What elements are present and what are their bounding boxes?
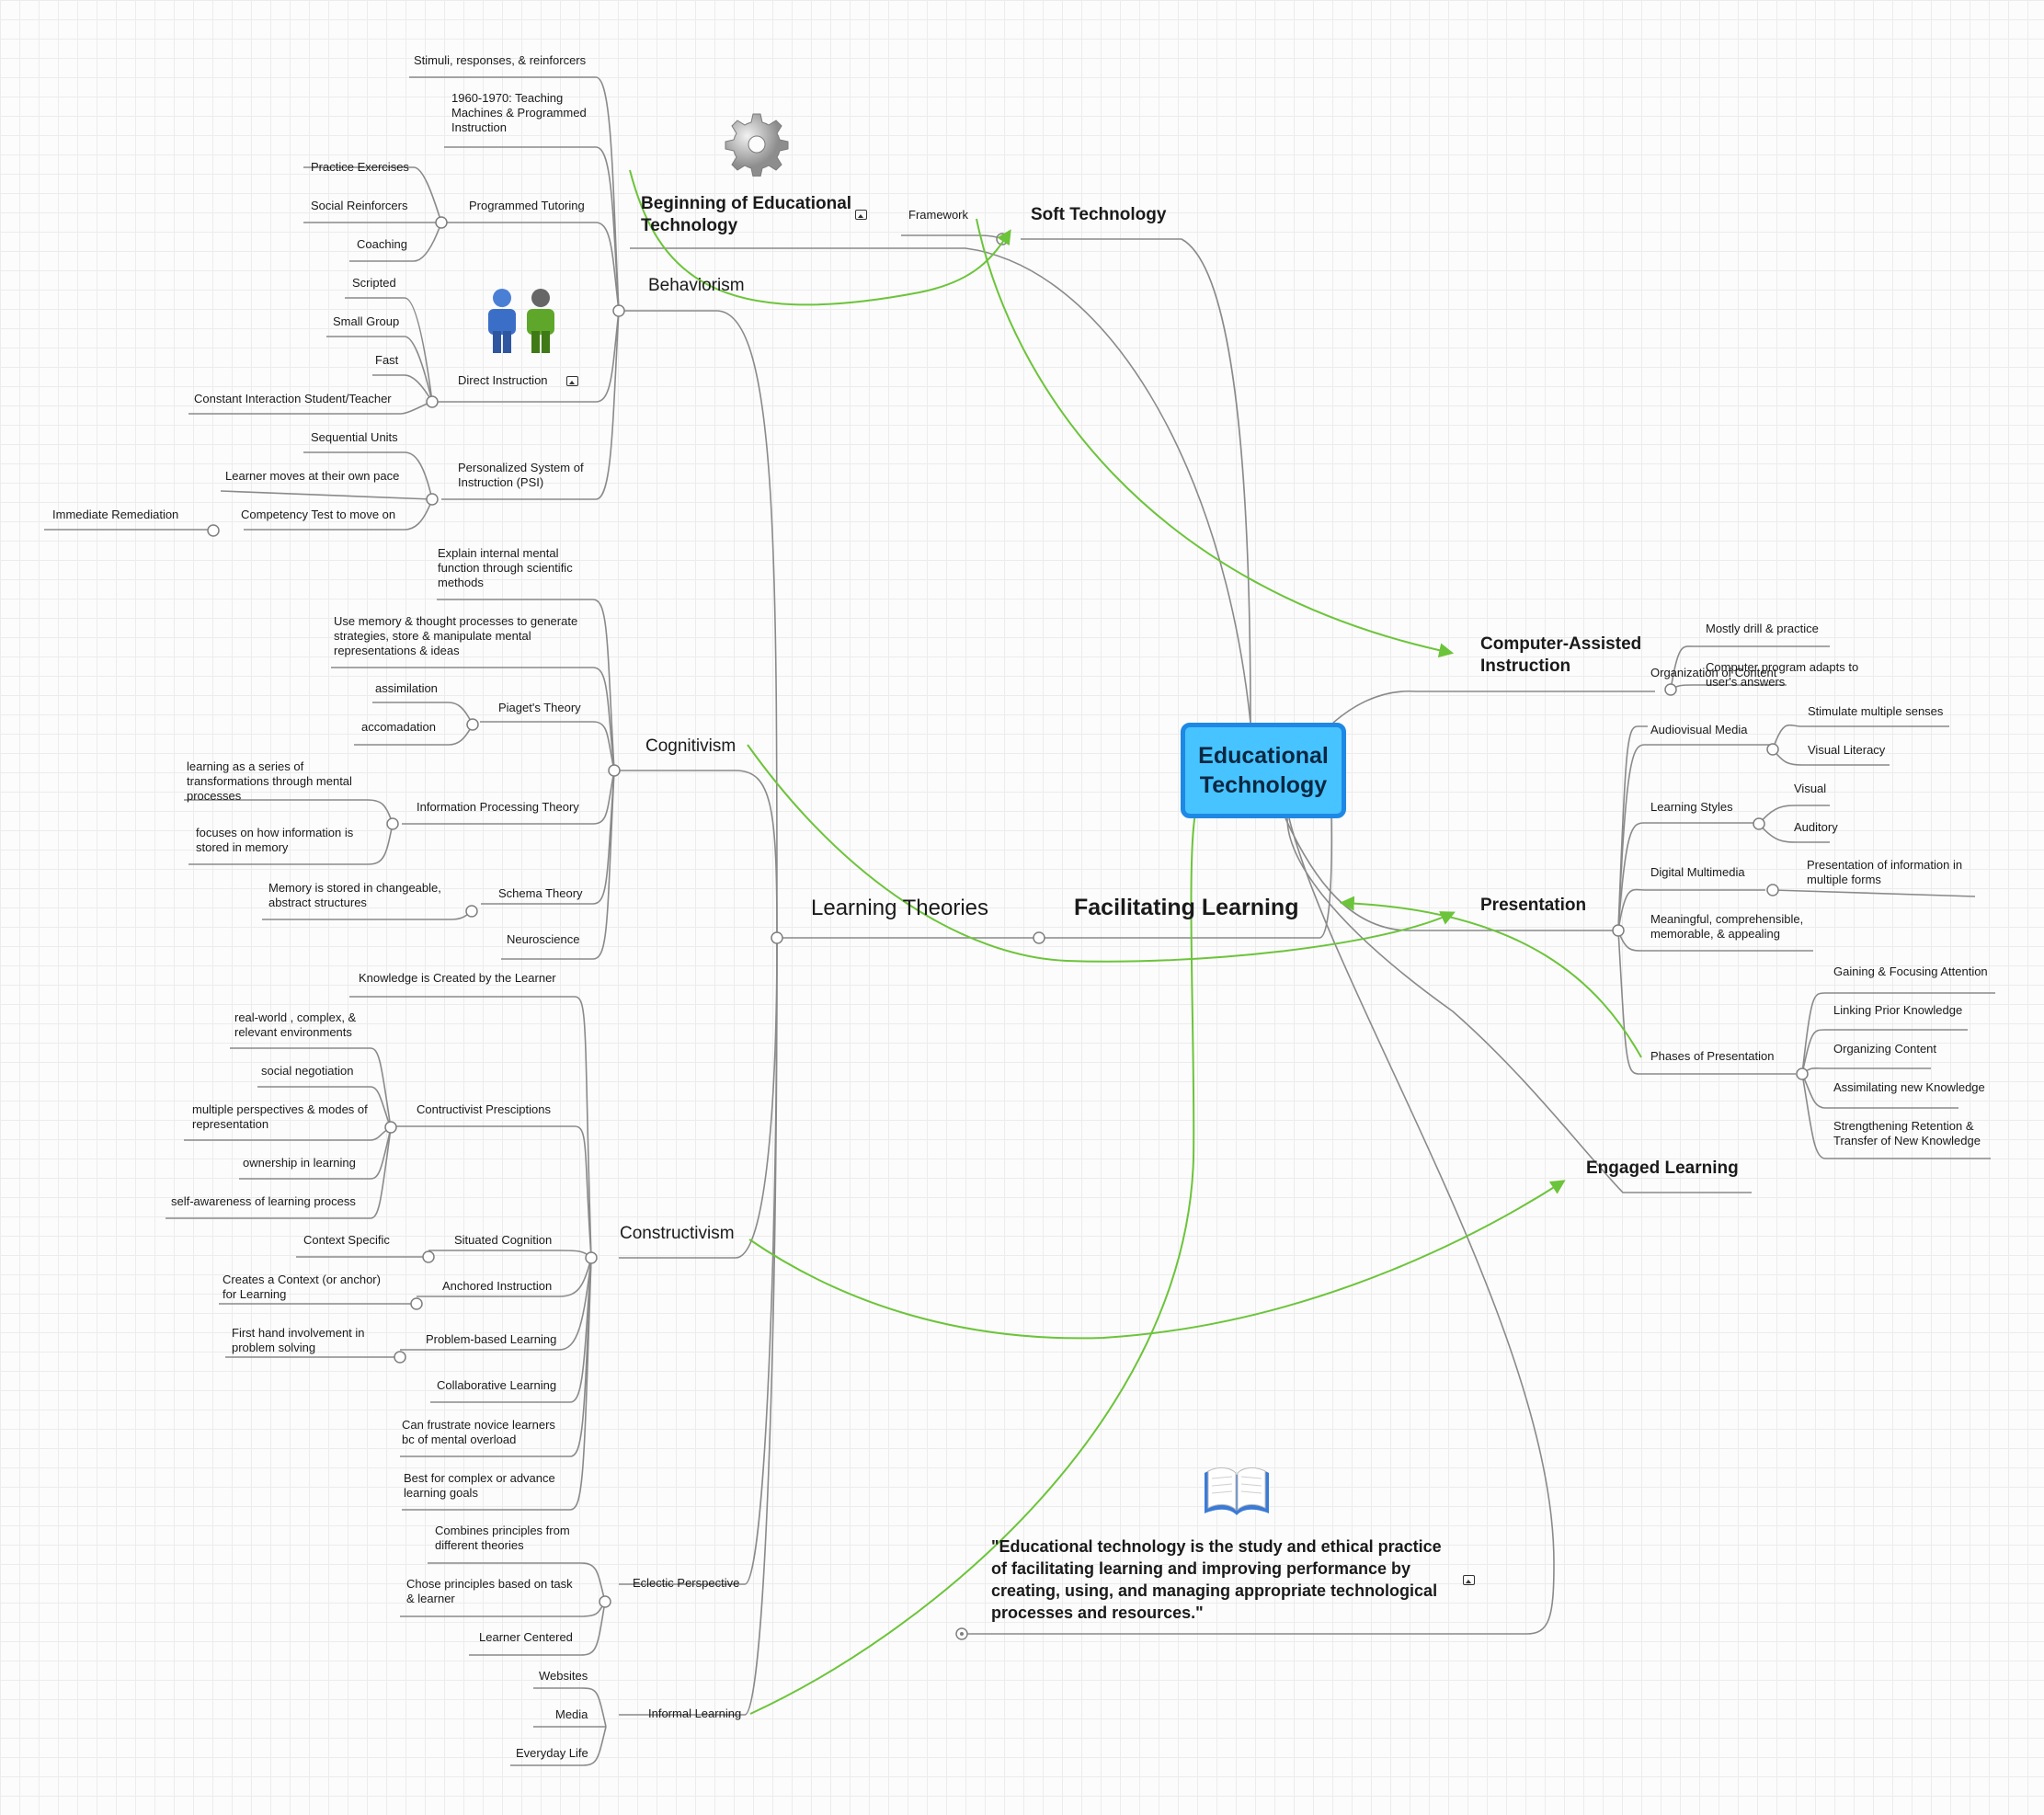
- audiovisual-media[interactable]: Audiovisual Media: [1650, 723, 1748, 736]
- phases-of-presentation[interactable]: Phases of Presentation: [1650, 1049, 1775, 1063]
- phase-1[interactable]: Gaining & Focusing Attention: [1833, 965, 1988, 978]
- cognitivism-topic[interactable]: Cognitivism: [645, 736, 737, 756]
- direct-instruction-item-2[interactable]: Small Group: [333, 314, 400, 328]
- learning-styles[interactable]: Learning Styles: [1650, 800, 1733, 814]
- informal-item-2[interactable]: Media: [555, 1707, 588, 1721]
- beginning-topic[interactable]: Beginning of Educational Technology: [641, 194, 852, 235]
- central-topic[interactable]: Educational Technology: [1181, 723, 1346, 818]
- psi-label[interactable]: Personalized System of Instruction (PSI): [458, 461, 584, 489]
- engaged-learning-topic[interactable]: Engaged Learning: [1586, 1159, 1739, 1178]
- psi-item-3[interactable]: Competency Test to move on: [241, 508, 396, 521]
- frustrate-label[interactable]: Can frustrate novice learners bc of ment…: [402, 1418, 555, 1446]
- situated-item[interactable]: Context Specific: [303, 1233, 390, 1247]
- image-icon: [566, 376, 578, 386]
- audiovisual-item-1[interactable]: Stimulate multiple senses: [1808, 704, 1944, 718]
- eclectic-perspective-topic[interactable]: Eclectic Perspective: [633, 1576, 740, 1590]
- direct-instruction-item-3[interactable]: Fast: [375, 353, 399, 367]
- prescription-item-3[interactable]: multiple perspectives & modes of represe…: [192, 1102, 368, 1131]
- informal-item-3[interactable]: Everyday Life: [516, 1746, 588, 1760]
- info-processing-item-2[interactable]: focuses on how information is stored in …: [196, 826, 354, 854]
- soft-technology-topic[interactable]: Soft Technology: [1031, 205, 1167, 224]
- prescription-item-5[interactable]: self-awareness of learning process: [171, 1194, 356, 1208]
- phase-5[interactable]: Strengthening Retention & Transfer of Ne…: [1833, 1119, 1981, 1147]
- facilitating-learning-topic[interactable]: Facilitating Learning: [1074, 895, 1299, 920]
- eclectic-item-2[interactable]: Chose principles based on task & learner: [406, 1577, 573, 1605]
- cai-topic[interactable]: Computer-Assisted Instruction: [1480, 634, 1642, 676]
- explain-label[interactable]: Explain internal mental function through…: [438, 546, 573, 589]
- phase-2[interactable]: Linking Prior Knowledge: [1833, 1003, 1963, 1017]
- digital-multimedia-item[interactable]: Presentation of information in multiple …: [1807, 858, 1963, 886]
- prescription-item-2[interactable]: social negotiation: [261, 1064, 354, 1078]
- neuroscience-label[interactable]: Neuroscience: [507, 932, 580, 946]
- organization-of-content[interactable]: Organization of Content: [1650, 666, 1777, 679]
- book-icon: [1205, 1467, 1269, 1515]
- cai-item-2[interactable]: Computer program adapts to user's answer…: [1706, 660, 1859, 689]
- prescription-item-4[interactable]: ownership in learning: [243, 1156, 356, 1170]
- psi-item-2[interactable]: Learner moves at their own pace: [225, 469, 400, 483]
- collaborative-learning[interactable]: Collaborative Learning: [437, 1378, 557, 1392]
- programmed-tutoring-item-2[interactable]: Social Reinforcers: [311, 199, 408, 212]
- psi-item-1[interactable]: Sequential Units: [311, 430, 398, 444]
- history-label[interactable]: 1960-1970: Teaching Machines & Programme…: [451, 91, 587, 134]
- piaget-theory[interactable]: Piaget's Theory: [498, 701, 581, 714]
- stimuli-label[interactable]: Stimuli, responses, & reinforcers: [414, 53, 587, 67]
- phase-4[interactable]: Assimilating new Knowledge: [1833, 1080, 1985, 1094]
- knowledge-label[interactable]: Knowledge is Created by the Learner: [359, 971, 556, 985]
- cai-item-1[interactable]: Mostly drill & practice: [1706, 622, 1819, 635]
- information-processing-theory[interactable]: Information Processing Theory: [417, 800, 579, 814]
- situated-cognition[interactable]: Situated Cognition: [454, 1233, 553, 1247]
- programmed-tutoring-item-1[interactable]: Practice Exercises: [311, 160, 409, 174]
- presentation-topic[interactable]: Presentation: [1480, 896, 1587, 915]
- image-icon: [1463, 1575, 1475, 1585]
- info-processing-item-1[interactable]: learning as a series of transformations …: [187, 759, 352, 803]
- direct-instruction-item-1[interactable]: Scripted: [352, 276, 396, 290]
- direct-instruction[interactable]: Direct Instruction: [458, 373, 548, 387]
- informal-item-1[interactable]: Websites: [539, 1669, 588, 1683]
- programmed-tutoring[interactable]: Programmed Tutoring: [469, 199, 585, 212]
- memory-label[interactable]: Use memory & thought processes to genera…: [334, 614, 578, 657]
- prescription-item-1[interactable]: real-world , complex, & relevant environ…: [234, 1010, 357, 1039]
- behaviorism-topic[interactable]: Behaviorism: [648, 276, 745, 295]
- eclectic-item-3[interactable]: Learner Centered: [479, 1630, 573, 1644]
- anchored-instruction[interactable]: Anchored Instruction: [442, 1279, 553, 1293]
- piaget-item-1[interactable]: assimilation: [375, 681, 438, 695]
- learning-theories-topic[interactable]: Learning Theories: [811, 896, 989, 920]
- direct-instruction-item-4[interactable]: Constant Interaction Student/Teacher: [194, 392, 392, 405]
- schema-item[interactable]: Memory is stored in changeable, abstract…: [268, 881, 441, 909]
- problem-based-item[interactable]: First hand involvement in problem solvin…: [232, 1326, 365, 1354]
- immediate-remediation[interactable]: Immediate Remediation: [52, 508, 179, 521]
- audiovisual-item-2[interactable]: Visual Literacy: [1808, 743, 1886, 757]
- learning-styles-item-1[interactable]: Visual: [1794, 782, 1827, 795]
- anchored-item[interactable]: Creates a Context (or anchor) for Learni…: [223, 1273, 381, 1301]
- meaningful-label[interactable]: Meaningful, comprehensible, memorable, &…: [1650, 912, 1804, 941]
- constructivism-topic[interactable]: Constructivism: [620, 1224, 735, 1243]
- relationship-arrows: [629, 169, 1642, 1715]
- informal-learning-topic[interactable]: Informal Learning: [648, 1707, 742, 1720]
- image-icon: [855, 210, 867, 220]
- definition-quote[interactable]: "Educational technology is the study and…: [991, 1537, 1442, 1622]
- framework-label[interactable]: Framework: [908, 208, 969, 222]
- gear-icon: [725, 113, 789, 177]
- eclectic-item-1[interactable]: Combines principles from different theor…: [435, 1524, 570, 1552]
- best-for-label[interactable]: Best for complex or advance learning goa…: [404, 1471, 555, 1500]
- learning-styles-item-2[interactable]: Auditory: [1794, 820, 1838, 834]
- programmed-tutoring-item-3[interactable]: Coaching: [357, 237, 407, 251]
- piaget-item-2[interactable]: accomadation: [361, 720, 436, 734]
- phase-3[interactable]: Organizing Content: [1833, 1042, 1937, 1056]
- people-icon: [488, 289, 554, 353]
- constructivist-prescriptions[interactable]: Contructivist Presciptions: [417, 1102, 551, 1116]
- schema-theory[interactable]: Schema Theory: [498, 886, 583, 900]
- problem-based-learning[interactable]: Problem-based Learning: [426, 1332, 557, 1346]
- digital-multimedia[interactable]: Digital Multimedia: [1650, 865, 1745, 879]
